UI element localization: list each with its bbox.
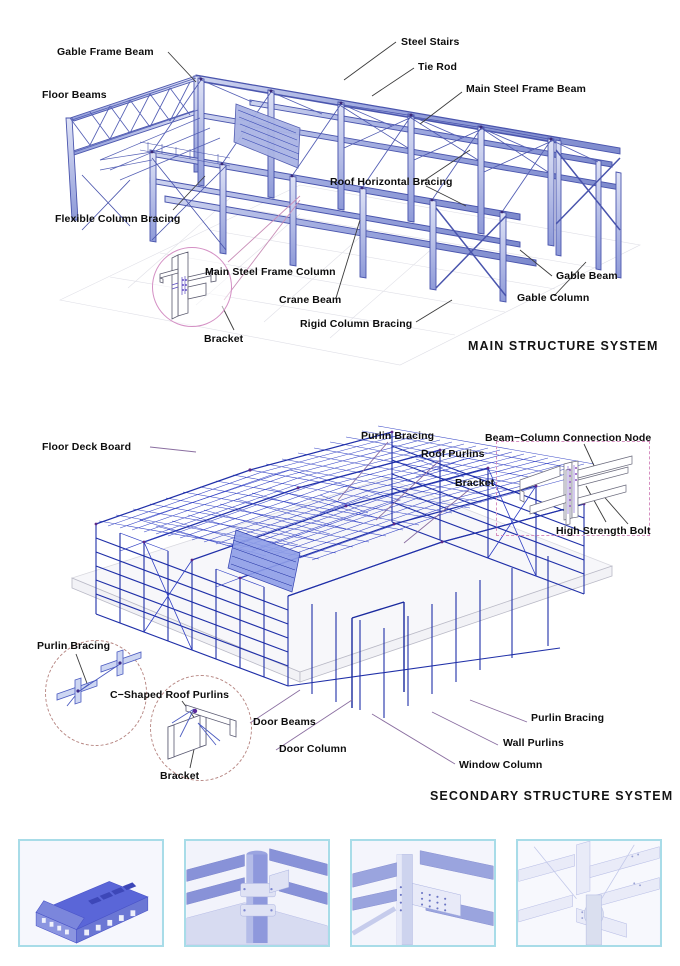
label-door-beams: Door Beams (253, 716, 316, 728)
label-tie-rod: Tie Rod (418, 61, 458, 73)
c-shaped-purlin-bracket-detail-drawing (167, 704, 237, 760)
purlin-bracing-detail-drawing (56, 649, 142, 707)
c-shaped-purlin-bracket-detail-circle (150, 675, 252, 781)
main-structure-system-title: MAIN STRUCTURE SYSTEM (468, 339, 659, 353)
photo-purlin-joint-render (518, 841, 660, 945)
photo-bolted-joint-render (352, 841, 494, 945)
label-crane-beam: Crane Beam (279, 294, 342, 306)
label-door-column: Door Column (279, 743, 347, 755)
label-window-column: Window Column (459, 759, 543, 771)
photo-column-joint[interactable] (184, 839, 330, 947)
label-rigid-column-bracing: Rigid Column Bracing (300, 318, 413, 330)
label-bracket-top: Bracket (455, 477, 495, 489)
label-beam-column-connection-node: Beam−Column Connection Node (485, 432, 652, 444)
photo-building-render (20, 841, 162, 945)
label-purlin-bracing-left: Purlin Bracing (37, 640, 111, 652)
beam-column-connection-node-detail-box (496, 441, 650, 536)
label-bracket-main: Bracket (204, 333, 244, 345)
label-gable-column: Gable Column (517, 292, 590, 304)
beam-column-node-detail-drawing (519, 455, 633, 526)
label-gable-frame-beam: Gable Frame Beam (57, 46, 154, 58)
label-roof-horizontal-bracing: Roof Horizontal Bracing (330, 176, 453, 188)
label-main-steel-frame-beam: Main Steel Frame Beam (466, 83, 586, 95)
label-flexible-column-bracing: Flexible Column Bracing (55, 213, 181, 225)
column-bracket-detail-drawing (159, 251, 217, 320)
label-high-strength-bolt: High Strength Bolt (556, 525, 651, 537)
photo-purlin-joint[interactable] (516, 839, 662, 947)
label-c-shaped-roof-purlins: C−Shaped Roof Purlins (110, 689, 230, 701)
label-gable-beam: Gable Beam (556, 270, 618, 282)
label-floor-deck-board: Floor Deck Board (42, 441, 132, 453)
photo-bolted-joint[interactable] (350, 839, 496, 947)
label-wall-purlins: Wall Purlins (503, 737, 564, 749)
label-purlin-bracing-top: Purlin Bracing (361, 430, 435, 442)
photo-column-joint-render (186, 841, 328, 945)
photo-strip (0, 820, 680, 966)
label-steel-stairs: Steel Stairs (401, 36, 460, 48)
main-frame-column-bracket-detail-circle (152, 247, 232, 327)
label-roof-purlins: Roof Purlins (421, 448, 485, 460)
label-floor-beams: Floor Beams (42, 89, 107, 101)
label-bracket-bottom: Bracket (160, 770, 200, 782)
label-purlin-bracing-right: Purlin Bracing (531, 712, 605, 724)
purlin-bracing-detail-circle (45, 640, 147, 746)
photo-building[interactable] (18, 839, 164, 947)
label-main-steel-frame-column: Main Steel Frame Column (205, 266, 336, 278)
secondary-structure-system-title: SECONDARY STRUCTURE SYSTEM (430, 789, 674, 803)
